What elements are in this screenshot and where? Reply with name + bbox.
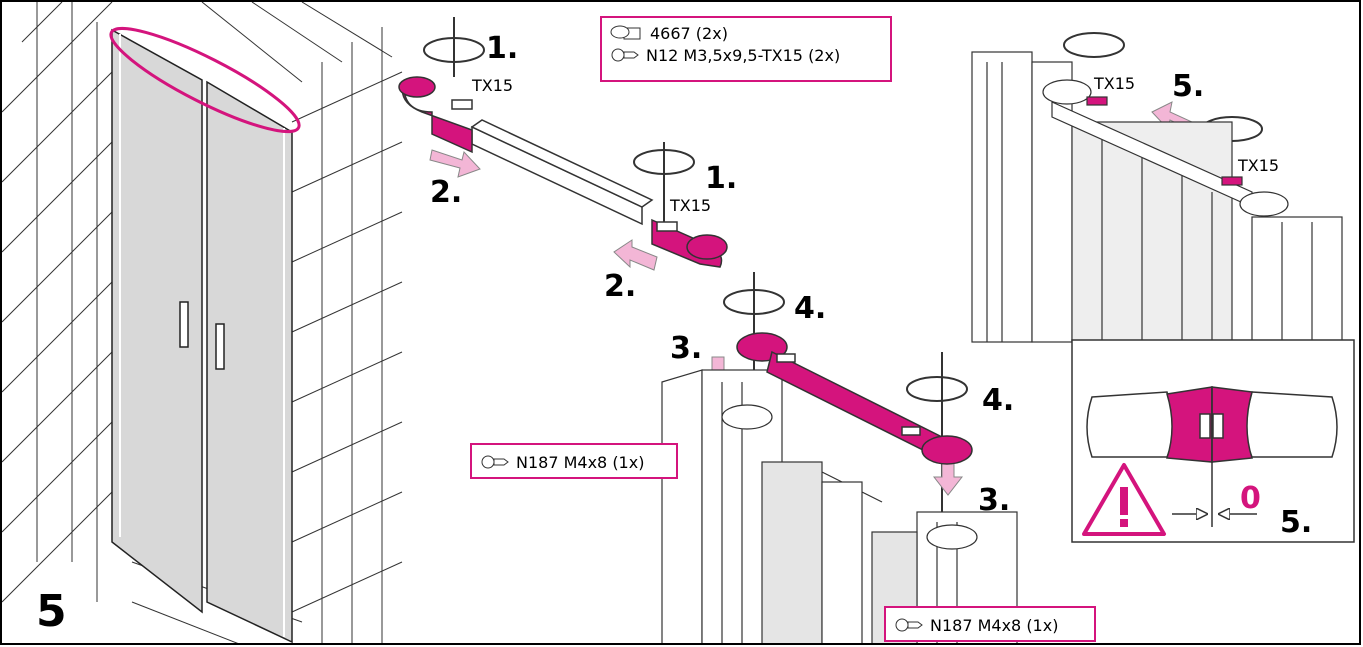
connector-bar (470, 119, 654, 226)
zero-gap-label: 0 (1240, 481, 1261, 516)
shower-door (111, 28, 293, 643)
highlight-ellipse (109, 26, 301, 134)
parts-box: 4667 (2x) N12 M3,5x9,5-TX15 (2x) (600, 16, 892, 82)
step-5-label-detail: 5. (1280, 505, 1313, 540)
step-1-label-right: 1. (705, 161, 738, 196)
step-5-label-top: 5. (1172, 69, 1205, 104)
step-2-label-right: 2. (604, 269, 637, 304)
part-row-2: N12 M3,5x9,5-TX15 (2x) (610, 44, 882, 66)
screw-left-text: N187 M4x8 (1x) (516, 452, 645, 472)
part-2-text: N12 M3,5x9,5-TX15 (2x) (646, 45, 841, 65)
screw-callout-right: N187 M4x8 (1x) (884, 606, 1096, 642)
step-2-label-left: 2. (430, 175, 463, 210)
tx15-label-top-right: TX15 (1238, 156, 1280, 175)
wall-tiles (2, 2, 403, 643)
screw-right-text: N187 M4x8 (1x) (930, 615, 1059, 635)
connector-left (398, 76, 473, 154)
assembled-profile (971, 51, 1343, 343)
step-3-label-right: 3. (978, 483, 1011, 518)
bracket (736, 332, 973, 465)
screw-icon (480, 453, 510, 471)
step-4-label-bottom: 4. (982, 383, 1015, 418)
screw-callout-left: N187 M4x8 (1x) (470, 443, 678, 479)
screw-icon (610, 46, 640, 64)
part-1-text: 4667 (2x) (650, 23, 728, 43)
step-3-label-left: 3. (670, 331, 703, 366)
step-1-label-left: 1. (486, 31, 519, 66)
step-number: 5 (36, 586, 67, 637)
warning-icon (1082, 463, 1166, 536)
screw-icon (894, 616, 924, 634)
tx15-label-left: TX15 (472, 76, 514, 95)
profile-left (661, 369, 883, 643)
part-row-1: 4667 (2x) (610, 22, 882, 44)
tx15-label-top-left: TX15 (1094, 74, 1136, 93)
tx15-label-right: TX15 (670, 196, 712, 215)
hinge-part-icon (610, 24, 644, 42)
connector-right (651, 218, 728, 268)
step-4-label-top: 4. (794, 291, 827, 326)
detail-connector (1086, 386, 1338, 527)
